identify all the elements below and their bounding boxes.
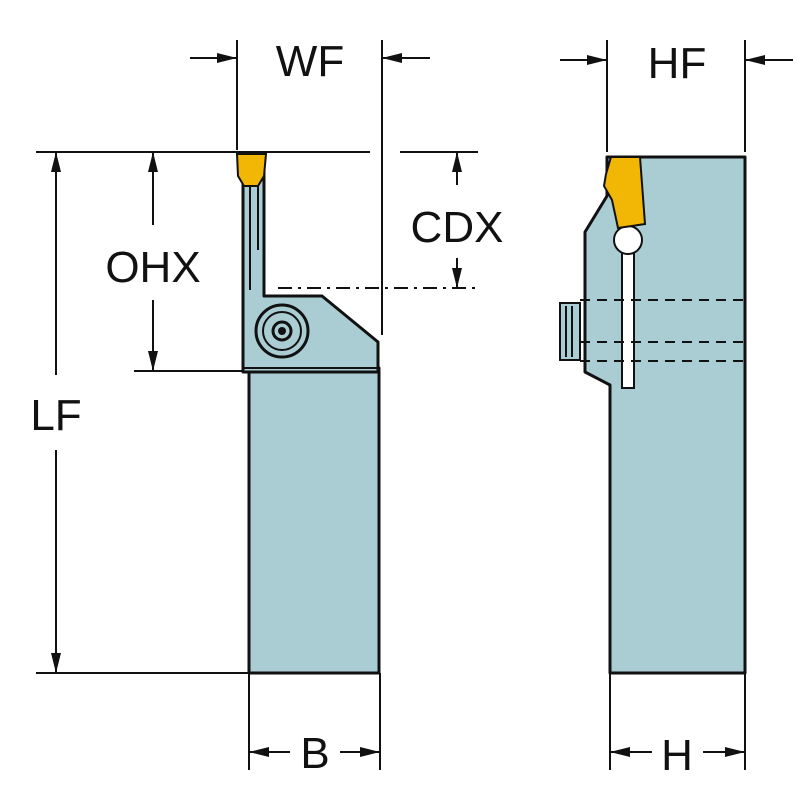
side-dimension-lines (560, 40, 793, 770)
front-shank (247, 366, 381, 675)
dimension-lines (36, 40, 480, 770)
lf-label: LF (30, 391, 81, 440)
front-insert (235, 153, 268, 187)
front-view (235, 152, 381, 675)
coolant-outlet (613, 225, 643, 255)
torx-screw-icon (254, 303, 310, 359)
coolant-channel (621, 244, 635, 389)
hf-label: HF (648, 39, 707, 88)
ohx-label: OHX (105, 243, 200, 292)
h-label: H (661, 731, 693, 780)
side-insert (602, 156, 647, 230)
b-label: B (300, 729, 329, 778)
side-screw (559, 302, 581, 361)
cdx-label: CDX (411, 203, 504, 252)
side-view (559, 155, 747, 675)
side-shank (583, 155, 747, 675)
wf-label: WF (276, 37, 344, 86)
